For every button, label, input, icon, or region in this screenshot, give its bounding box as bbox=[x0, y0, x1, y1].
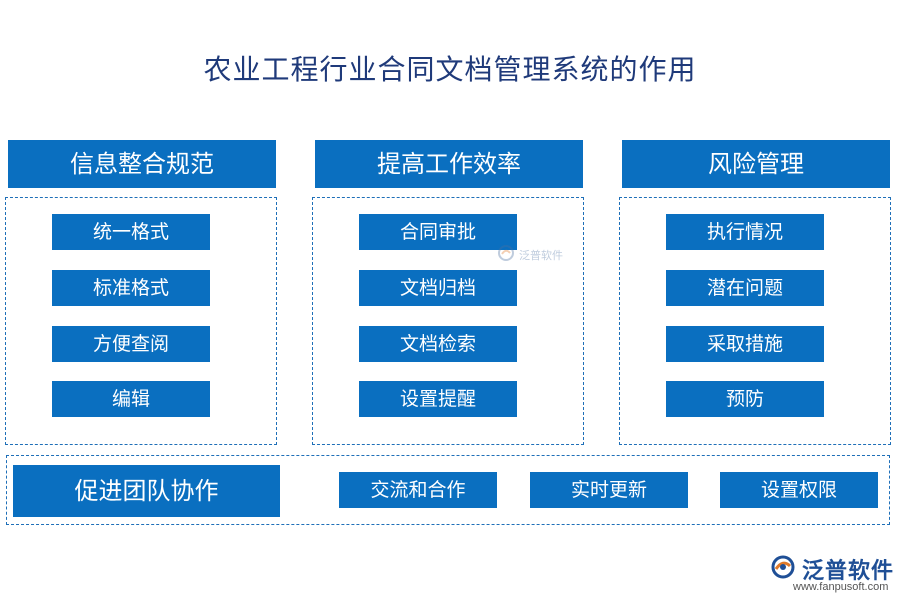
brand-logo: 泛普软件 bbox=[770, 553, 894, 585]
item-2-2: 文档归档 bbox=[359, 270, 517, 306]
item-1-3: 方便查阅 bbox=[52, 326, 210, 362]
column-header-1: 信息整合规范 bbox=[8, 140, 276, 188]
item-2-3: 文档检索 bbox=[359, 326, 517, 362]
column-frame-1 bbox=[5, 197, 277, 445]
bottom-item-2: 实时更新 bbox=[530, 472, 688, 508]
column-header-2: 提高工作效率 bbox=[315, 140, 583, 188]
fanpu-logo-icon bbox=[770, 554, 796, 584]
watermark-text: 泛普软件 bbox=[519, 249, 563, 262]
page-title: 农业工程行业合同文档管理系统的作用 bbox=[203, 53, 697, 86]
column-frame-2 bbox=[312, 197, 584, 445]
bottom-item-3: 设置权限 bbox=[720, 472, 878, 508]
item-3-4: 预防 bbox=[666, 381, 824, 417]
item-1-2: 标准格式 bbox=[52, 270, 210, 306]
item-1-4: 编辑 bbox=[52, 381, 210, 417]
bottom-item-1: 交流和合作 bbox=[339, 472, 497, 508]
item-3-1: 执行情况 bbox=[666, 214, 824, 250]
item-3-3: 采取措施 bbox=[666, 326, 824, 362]
watermark: 泛普软件 bbox=[497, 244, 563, 266]
item-2-4: 设置提醒 bbox=[359, 381, 517, 417]
column-header-3: 风险管理 bbox=[622, 140, 890, 188]
brand-name: 泛普软件 bbox=[802, 559, 895, 584]
bottom-header: 促进团队协作 bbox=[13, 465, 280, 517]
column-frame-3 bbox=[619, 197, 891, 445]
bottom-frame bbox=[6, 455, 890, 525]
item-2-1: 合同审批 bbox=[359, 214, 517, 250]
item-3-2: 潜在问题 bbox=[666, 270, 824, 306]
watermark-logo-icon bbox=[497, 244, 515, 266]
brand-url: www.fanpusoft.com bbox=[793, 581, 889, 593]
item-1-1: 统一格式 bbox=[52, 214, 210, 250]
